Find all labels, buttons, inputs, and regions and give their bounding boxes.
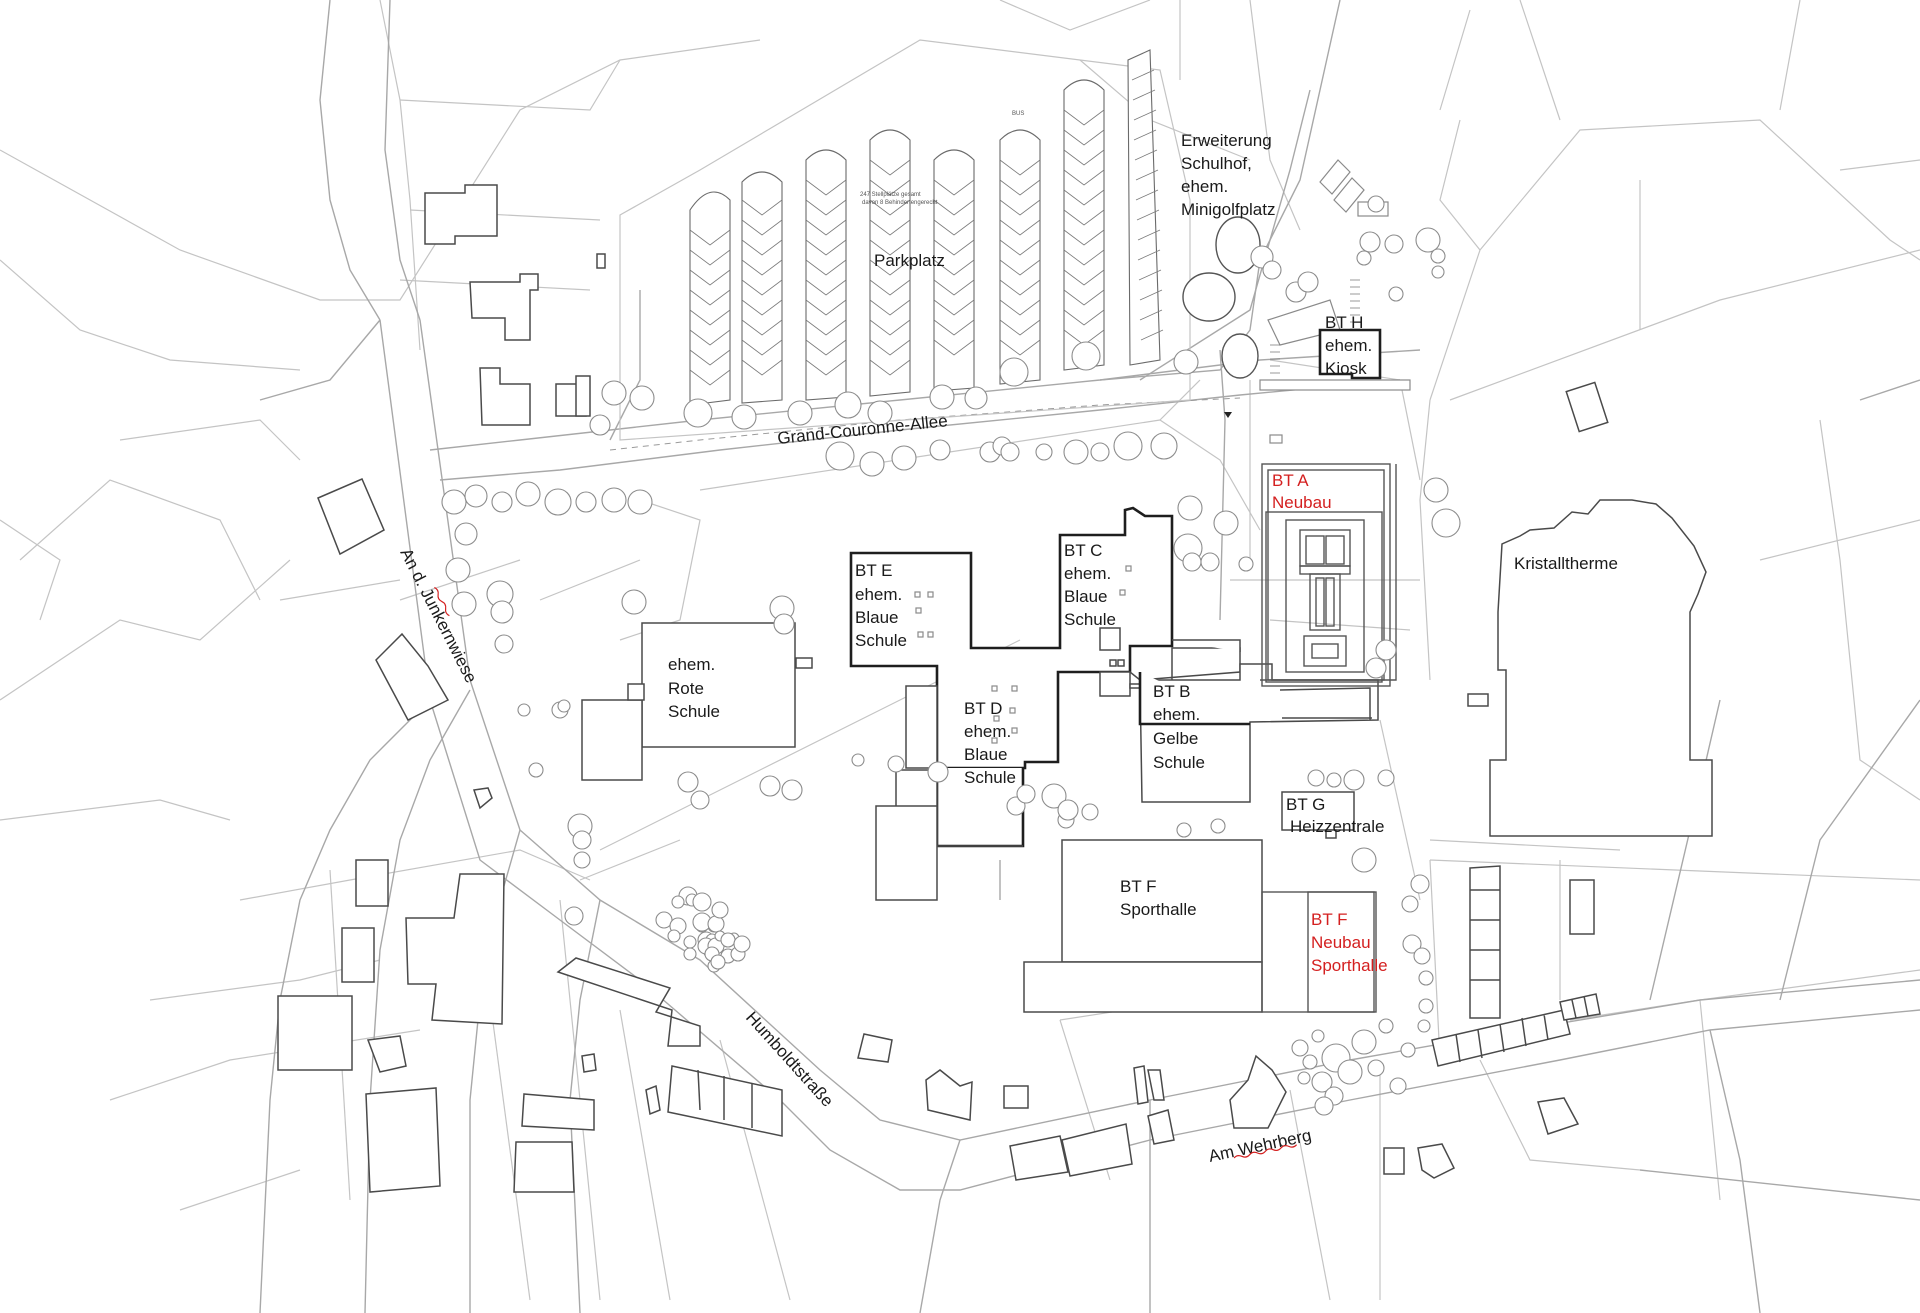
parking-lot: BUS 247 Stellplätze gesamt davon 8 Behin… [619,39,1191,441]
building-bt-g: BT G Heizzentrale [1281,791,1385,839]
building-bt-b: BT B ehem. Gelbe Schule [1138,663,1379,803]
bt-c-line4: Schule [1064,610,1116,629]
rote-schule-line1: ehem. [668,655,715,674]
bt-a-line1: BT A [1272,471,1309,490]
bt-h-line2: ehem. [1325,336,1372,355]
entrance-arrow-icon [1224,412,1232,418]
school-complex-main: BT E ehem. Blaue Schule BT C ehem. Blaue… [849,506,1241,901]
bt-e-line1: BT E [855,561,892,580]
bt-a-line2: Neubau [1272,493,1332,512]
trees [441,195,1461,1116]
bt-b-line1: BT B [1153,682,1190,701]
bt-c-line2: ehem. [1064,564,1111,583]
bt-f-new-line2: Neubau [1311,933,1371,952]
bt-d-line2: ehem. [964,722,1011,741]
schoolyard-ext-line3: ehem. [1181,177,1228,196]
bt-f-line2: Sporthalle [1120,900,1197,919]
bt-h-line1: BT H [1325,313,1363,332]
building-kristalltherme: Kristalltherme [1467,499,1713,837]
schoolyard-ext-line1: Erweiterung [1181,131,1272,150]
residential-buildings-west [277,184,1609,1193]
parking-row-8 [1127,49,1161,366]
bt-e-line2: ehem. [855,585,902,604]
bt-c-line3: Blaue [1064,587,1107,606]
rote-schule-line2: Rote [668,679,704,698]
parking-label: Parkplatz [874,251,945,270]
bt-b-line3: Gelbe [1153,729,1198,748]
kristalltherme-label: Kristalltherme [1514,554,1618,573]
bt-g-line1: BT G [1286,795,1325,814]
rote-schule-line3: Schule [668,702,720,721]
bt-c-line1: BT C [1064,541,1102,560]
bt-e-line4: Schule [855,631,907,650]
bt-f-new-line1: BT F [1311,910,1348,929]
bt-b-line2: ehem. [1153,705,1200,724]
building-bt-f-new: BT F Neubau Sporthalle [1261,891,1388,1013]
bt-d-line3: Blaue [964,745,1007,764]
bt-b-line4: Schule [1153,753,1205,772]
parking-row-5 [933,149,975,392]
bt-d-line4: Schule [964,768,1016,787]
parking-row-2 [741,171,783,404]
building-bt-f: BT F Sporthalle [1023,839,1263,1013]
building-bt-h: BT H ehem. Kiosk [1318,313,1382,380]
parking-note-line2: davon 8 Behindertengerecht [862,200,938,206]
bt-f-new-line3: Sporthalle [1311,956,1388,975]
street-am-wehrberg: Am Wehrberg [1207,1126,1313,1166]
parking-row-1 [689,191,731,406]
bus-marker: BUS [1012,111,1024,117]
bt-h-line3: Kiosk [1325,359,1367,378]
bt-d-line1: BT D [964,699,1002,718]
schoolyard-ext-line4: Minigolfplatz [1181,200,1276,219]
building-rote-schule: ehem. Rote Schule [581,622,813,781]
bt-e-line3: Blaue [855,608,898,627]
former-minigolf-area: Erweiterung Schulhof, ehem. Minigolfplat… [1181,131,1276,379]
bt-f-line1: BT F [1120,877,1157,896]
parking-row-6 [999,129,1041,385]
bt-g-line2: Heizzentrale [1290,817,1385,836]
parking-row-4 [869,129,911,397]
building-bt-a-new: BT A Neubau [1260,463,1397,687]
parking-note-line1: 247 Stellplätze gesamt [860,192,921,198]
schoolyard-ext-line2: Schulhof, [1181,154,1252,173]
